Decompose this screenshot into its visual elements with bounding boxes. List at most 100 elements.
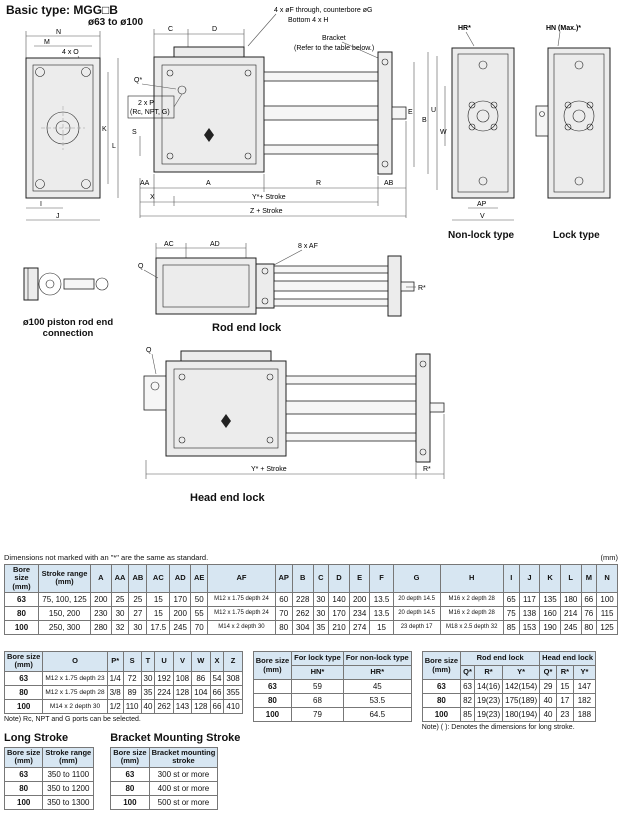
dim-label-u: U [431,107,436,114]
dim-label-ad: AD [210,241,220,248]
value-cell: 150, 200 [38,605,91,621]
bottom-thread-note: Bottom 4 x H [288,17,328,24]
value-cell: 40 [539,707,557,722]
nonlock-end-face [451,47,515,199]
value-cell: 85 [460,707,475,722]
column-header: For non-lock type [342,651,412,666]
value-cell: 45 [342,679,412,694]
value-cell: 15 [369,619,394,635]
bracket-mounting-title: Bracket Mounting Stroke [110,732,241,744]
value-cell: 274 [348,619,371,635]
bore-size-cell: 80 [110,780,150,796]
value-cell: 400 st or more [148,780,219,796]
value-cell: 190 [539,619,561,635]
cylinder-body [155,257,257,315]
dimensions-section: Dimensions not marked with an "*" are th… [4,553,618,635]
port-note: Note) Rc, NPT and G ports can be selecte… [4,715,141,723]
value-cell: 1/2 [106,698,124,714]
value-cell: 23 depth 17 [392,619,441,635]
column-header: T [140,651,156,672]
value-cell: 32 [110,619,130,635]
column-header: R* [555,665,574,680]
front-view-drawing: N M 4 x O K L I J [25,29,119,221]
value-cell: 29 [539,679,557,694]
column-header: X [209,651,225,672]
value-cell: 200 [169,605,192,621]
value-cell: 63 [460,679,475,694]
column-header: HN* [291,665,344,680]
dimensions-note: Dimensions not marked with an "*" are th… [4,553,209,562]
value-cell: 262 [291,605,314,621]
bore-size-cell: 100 [421,707,462,722]
cylinder-body [153,56,265,173]
dim-label-z-stroke: Z + Stroke [250,208,283,215]
value-cell: 128 [172,684,193,700]
value-cell: 64.5 [342,707,412,722]
value-cell: 245 [169,619,192,635]
bore-size-cell: 100 [4,619,39,635]
cylinder-body [165,360,287,457]
bracket-note: Bracket [322,35,346,42]
value-cell: 80 [580,619,598,635]
value-cell: 60 [274,591,293,607]
value-cell: M12 x 1.75 depth 28 [42,684,108,700]
guide-rod [285,375,417,385]
dim-label-y-stroke: Y* + Stroke [251,466,287,473]
dim-label-ab: AB [384,180,394,187]
column-header: Bracket mounting stroke [148,747,219,768]
value-cell: 15 [146,605,171,621]
value-cell: 350 to 1100 [42,766,95,782]
column-header: O [42,651,108,672]
bracket-mounting-block: Bracket Mounting Stroke Bore size (mm)Br… [110,732,240,810]
value-cell: 59 [291,679,344,694]
value-cell: 30 [140,670,156,686]
value-cell: 50 [190,591,209,607]
bore-size-cell: 100 [3,698,44,714]
column-header: C [312,564,330,593]
column-header: M [580,564,598,593]
column-header: Bore size (mm) [4,564,39,593]
dim-label-l: L [112,143,116,150]
piston-rod-end-drawing [23,267,109,301]
value-cell: 308 [223,670,243,686]
dim-label-m: M [44,39,50,46]
head-end-lock-drawing: Q Y* + Stroke R* [143,347,445,479]
column-header: Rod end lock [460,651,541,666]
column-header: E [348,564,371,593]
column-header: AP [274,564,293,593]
nonlock-type-caption: Non-lock type [448,230,515,241]
value-cell: 76 [580,605,598,621]
column-header: Y* [502,665,541,680]
piston-rod [285,400,417,415]
value-cell: 30 [110,605,130,621]
stroke-tables-row: Long Stroke Bore size (mm)Stroke range (… [3,732,240,810]
bore-size-cell: 63 [4,591,39,607]
dim-label-r: R* [418,285,426,292]
value-cell: 138 [518,605,541,621]
value-cell: 200 [348,591,371,607]
side-view-drawing: 4 x øF through, counterbore øG Bottom 4 … [127,7,429,218]
bracket-header-row: Bore size (mm)Bracket mounting stroke [110,747,219,768]
value-cell: 3/8 [106,684,124,700]
dim-label-ap: AP [477,201,487,208]
value-cell: 180 [559,591,582,607]
value-cell: 304 [291,619,314,635]
value-cell: 115 [596,605,618,621]
value-cell: 13.5 [369,591,394,607]
column-header: Head end lock [539,651,597,666]
value-cell: 35 [140,684,156,700]
value-cell: 410 [223,698,243,714]
value-cell: 40 [140,698,156,714]
value-cell: 53.5 [342,693,412,708]
value-cell: 192 [154,670,174,686]
guide-rod [285,432,417,442]
